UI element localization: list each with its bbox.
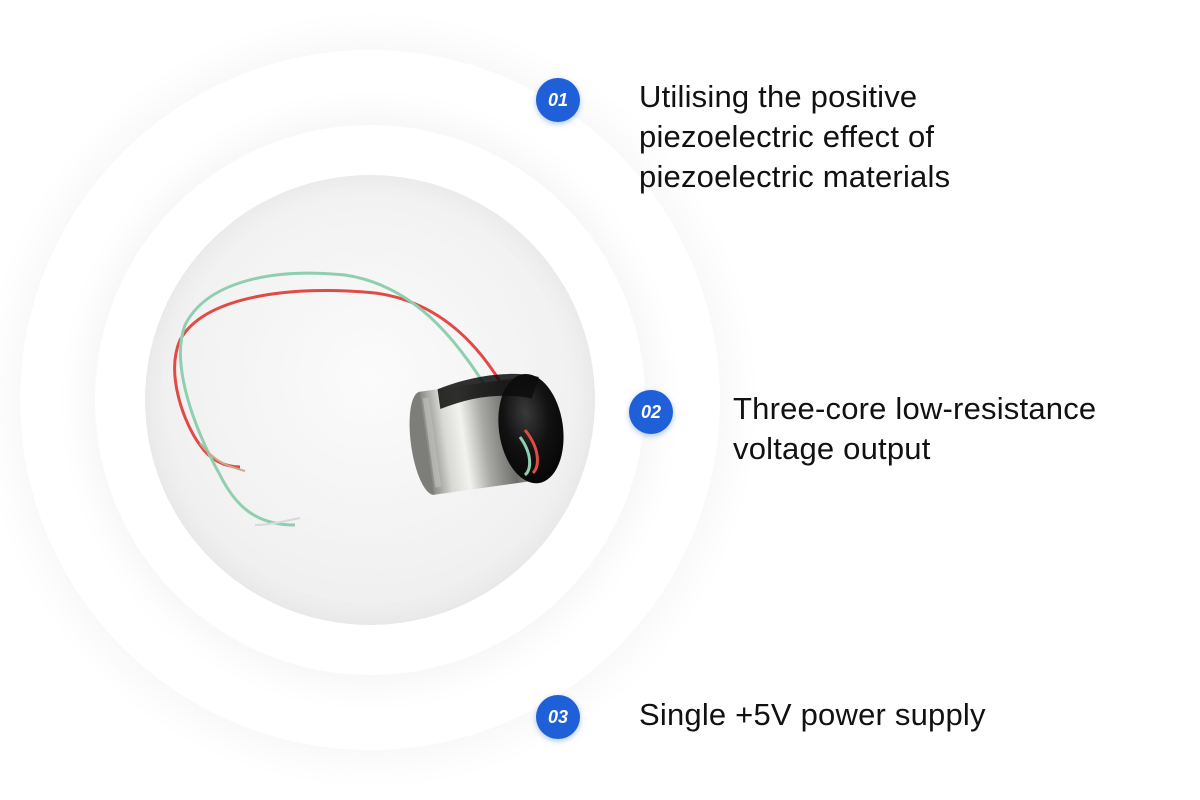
- sensor-product-image: [173, 271, 564, 527]
- feature-number-badge: 03: [536, 695, 580, 739]
- feature-text: Utilising the positive piezoelectric eff…: [639, 79, 951, 194]
- feature-number-badge: 02: [629, 390, 673, 434]
- feature-item-2: 02 Three-core low-resistance voltage out…: [629, 390, 1200, 469]
- feature-text: Three-core low-resistance voltage output: [733, 391, 1097, 466]
- feature-item-3: 03 Single +5V power supply: [536, 695, 1159, 739]
- green-wire: [179, 271, 522, 527]
- feature-number-badge: 01: [536, 78, 580, 122]
- feature-text: Single +5V power supply: [639, 697, 986, 732]
- red-wire: [173, 288, 527, 469]
- feature-item-1: 01 Utilising the positive piezoelectric …: [536, 78, 1139, 197]
